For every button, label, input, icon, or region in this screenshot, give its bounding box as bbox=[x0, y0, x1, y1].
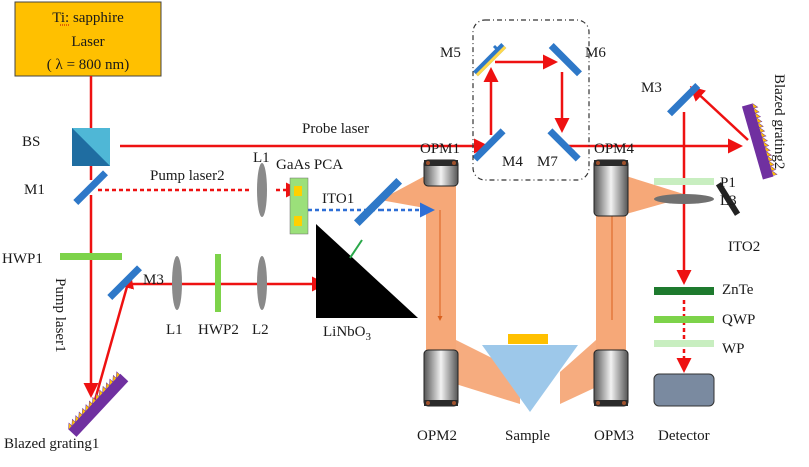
mirror-m5 bbox=[473, 43, 507, 77]
label-ito2: ITO2 bbox=[728, 239, 760, 255]
laser-beams bbox=[83, 54, 749, 401]
label-qwp: QWP bbox=[722, 312, 755, 328]
label-m5: M5 bbox=[440, 45, 461, 61]
label-m3-left: M3 bbox=[143, 272, 164, 288]
linbo3-prism bbox=[316, 224, 418, 318]
laser-name-line2: Laser bbox=[71, 34, 104, 50]
mirror-m1 bbox=[73, 170, 108, 205]
label-detector: Detector bbox=[658, 428, 710, 444]
znte-crystal bbox=[654, 287, 714, 295]
opm2 bbox=[423, 349, 459, 407]
detector-box bbox=[653, 373, 715, 407]
mirror-m4 bbox=[472, 128, 506, 162]
label-hwp1: HWP1 bbox=[2, 251, 43, 267]
detection-optics bbox=[653, 178, 741, 407]
lens-l2 bbox=[257, 256, 267, 310]
mirrors bbox=[73, 43, 701, 300]
polarizer-p1 bbox=[654, 178, 714, 185]
mirror-m3-right bbox=[667, 83, 701, 117]
label-m3-right: M3 bbox=[641, 80, 662, 96]
label-p1: P1 bbox=[720, 175, 736, 191]
label-sample: Sample bbox=[505, 428, 550, 444]
label-opm3: OPM3 bbox=[594, 428, 634, 444]
label-wp: WP bbox=[722, 341, 745, 357]
wp-plate bbox=[654, 340, 714, 347]
laser-wavelength: ( λ = 800 nm) bbox=[47, 57, 129, 73]
label-l2: L2 bbox=[252, 322, 269, 338]
sample bbox=[482, 334, 578, 412]
label-pump-laser2: Pump laser2 bbox=[150, 168, 225, 184]
gaas-pca bbox=[289, 177, 309, 235]
opm1 bbox=[423, 159, 459, 187]
hwp1-plate bbox=[60, 253, 122, 260]
label-opm2: OPM2 bbox=[417, 428, 457, 444]
ito1-plate bbox=[353, 177, 403, 227]
label-probe-laser: Probe laser bbox=[302, 121, 369, 137]
label-linbo3: LiNbO3 bbox=[323, 324, 372, 343]
labels: BS M1 HWP1 Pump laser1 Blazed grating1 M… bbox=[2, 45, 787, 452]
beam-splitter bbox=[72, 128, 110, 166]
label-znte: ZnTe bbox=[722, 282, 754, 298]
ito2-plate bbox=[715, 182, 741, 216]
lens-l1-bottom bbox=[172, 256, 182, 310]
label-blazed-grating2: Blazed grating2 bbox=[771, 74, 787, 169]
label-m4: M4 bbox=[502, 154, 523, 170]
opm4 bbox=[593, 159, 629, 217]
label-m6: M6 bbox=[585, 45, 606, 61]
label-bs: BS bbox=[22, 134, 40, 150]
delay-line-box bbox=[472, 19, 590, 181]
lens-l1-top bbox=[257, 163, 267, 217]
label-l3: L3 bbox=[720, 193, 737, 209]
label-m1: M1 bbox=[24, 182, 45, 198]
label-gaas-pca: GaAs PCA bbox=[276, 157, 343, 173]
label-l1-bottom: L1 bbox=[166, 322, 183, 338]
label-m7: M7 bbox=[537, 154, 558, 170]
laser-name-line1: Ti: sapphire bbox=[52, 10, 124, 26]
mirror-m6 bbox=[548, 43, 582, 77]
label-hwp2: HWP2 bbox=[198, 322, 239, 338]
hwp2-plate bbox=[215, 254, 221, 312]
blazed-grating1 bbox=[68, 371, 129, 437]
label-blazed-grating1: Blazed grating1 bbox=[4, 436, 99, 452]
blazed-grating2 bbox=[741, 103, 778, 180]
opm3 bbox=[593, 349, 629, 407]
label-opm1: OPM1 bbox=[420, 141, 460, 157]
label-pump-laser1: Pump laser1 bbox=[52, 278, 68, 353]
ito1-green-beam bbox=[349, 239, 363, 259]
label-opm4: OPM4 bbox=[594, 141, 635, 157]
laser-source-box: Ti: sapphire Laser ( λ = 800 nm) bbox=[14, 1, 162, 77]
qwp-plate bbox=[654, 316, 714, 323]
optical-elements bbox=[60, 103, 778, 437]
label-ito1: ITO1 bbox=[322, 191, 354, 207]
lens-l3 bbox=[654, 194, 714, 204]
label-l1-top: L1 bbox=[253, 150, 270, 166]
mirror-m3-left bbox=[107, 265, 142, 300]
